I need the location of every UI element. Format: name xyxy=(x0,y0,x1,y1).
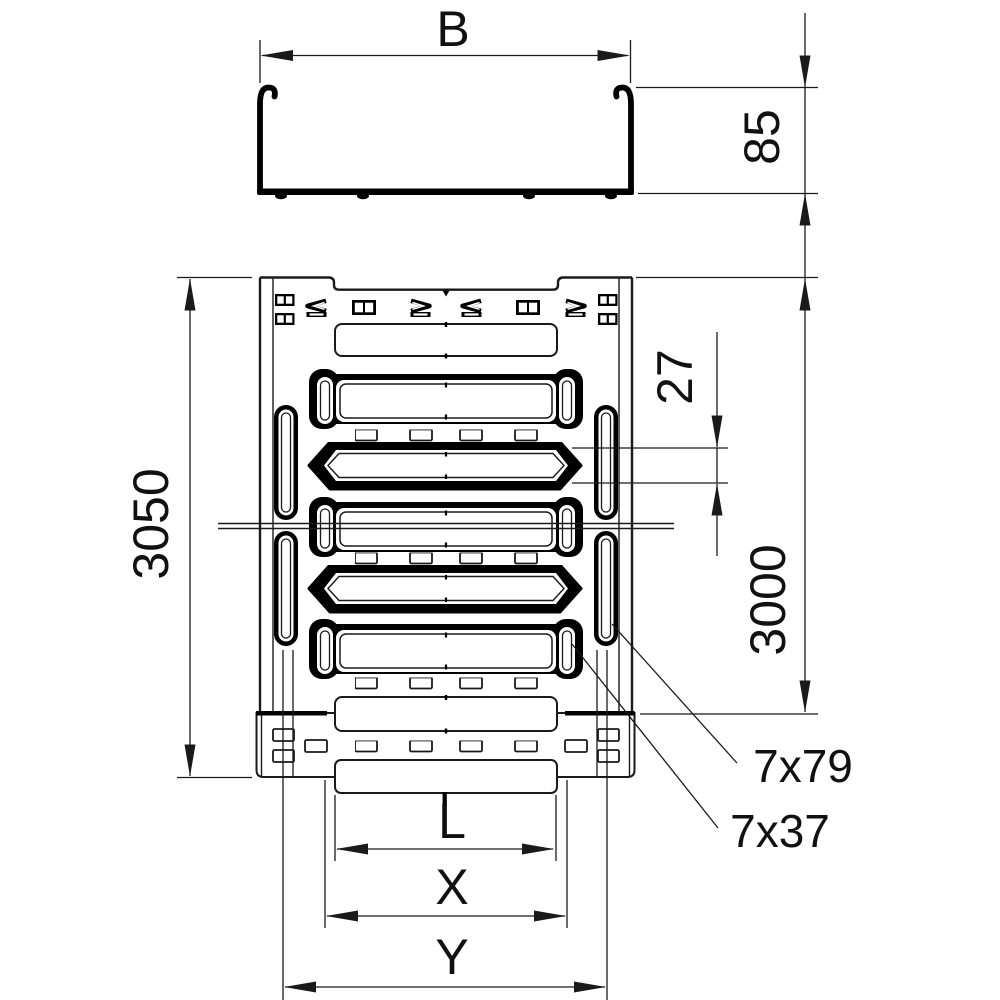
section-bump xyxy=(357,192,369,200)
leader-7x37 xyxy=(571,643,719,829)
dim-label-y: Y xyxy=(435,929,468,985)
center-notch xyxy=(442,290,450,297)
slot-label-7x79: 7x79 xyxy=(753,740,853,792)
dim-label-b: B xyxy=(436,1,469,57)
section-bottom-plate xyxy=(257,188,634,195)
dimension-arrows xyxy=(184,50,811,993)
slot-label-7x37: 7x37 xyxy=(730,805,830,857)
plain-slot-bottom xyxy=(334,696,558,732)
section-bump xyxy=(605,192,617,200)
leader-7x79 xyxy=(611,623,738,764)
plan-view xyxy=(218,276,674,806)
dim-label-l: L xyxy=(438,793,466,849)
dim-label-x: X xyxy=(435,859,468,915)
dim-label-3050: 3050 xyxy=(123,468,179,579)
dim-label-3000: 3000 xyxy=(740,544,796,655)
flange-top-band-right xyxy=(565,711,635,716)
section-left-wall-hook xyxy=(257,84,278,195)
coupler-tongue xyxy=(334,759,558,794)
dimension-labels: B 85 3050 27 3000 7x79 7x37 L X Y xyxy=(123,1,853,985)
section-right-wall-hook xyxy=(613,84,634,195)
plain-slot-top xyxy=(334,323,558,357)
section-bump xyxy=(523,192,535,200)
dim-label-27: 27 xyxy=(647,349,703,405)
dimension-lines xyxy=(177,13,818,1000)
center-mark-bottom xyxy=(442,792,447,806)
cross-section-view xyxy=(257,84,634,200)
flange-top-band-left xyxy=(256,711,327,716)
section-bump xyxy=(275,192,287,200)
dim-label-85: 85 xyxy=(734,109,790,165)
tray-top-edge xyxy=(260,276,632,291)
